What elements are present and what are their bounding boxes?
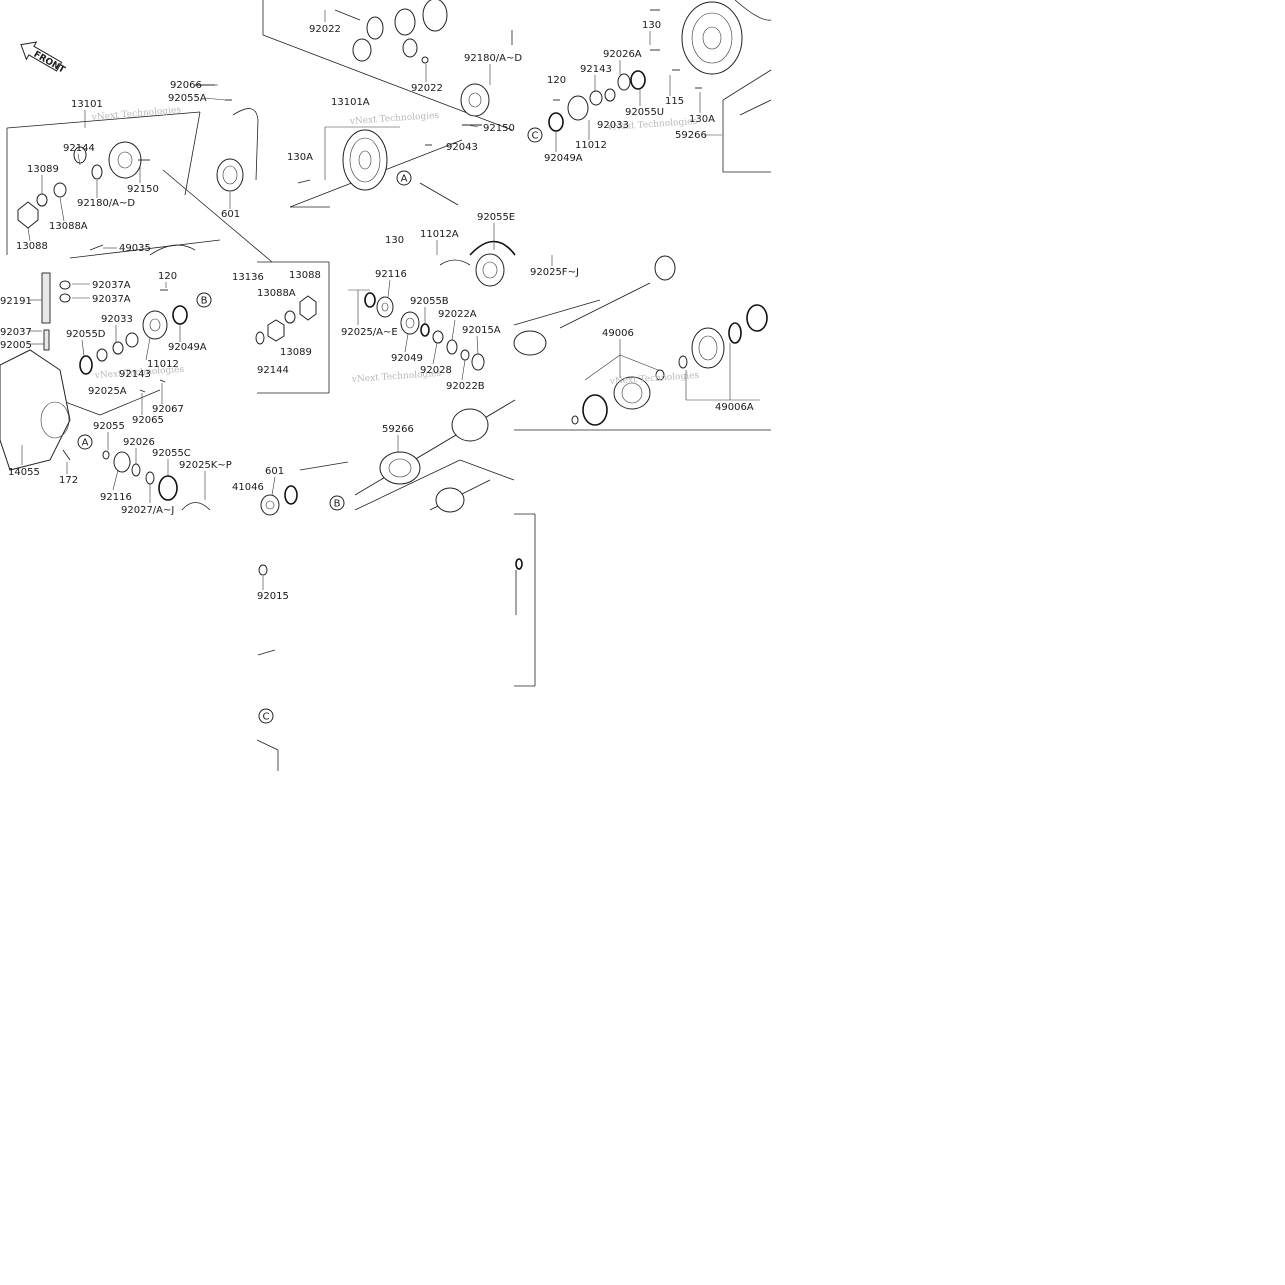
part-label: 92055A xyxy=(168,93,207,104)
watermark-1: vNext Technologies xyxy=(90,105,181,123)
part-label: 92027/A~J xyxy=(121,505,174,516)
part-label: 92065 xyxy=(132,415,164,426)
part-label: 92055C xyxy=(152,448,191,459)
part-label: 130A xyxy=(689,114,715,125)
part-label: 11012 xyxy=(147,359,179,370)
part-label: 49035 xyxy=(119,243,151,254)
part-label: 92022 xyxy=(411,83,443,94)
part-label: 92015 xyxy=(257,591,289,602)
part-label: 59266 xyxy=(675,130,707,141)
part-label: 13101 xyxy=(71,99,103,110)
part-label: 92049 xyxy=(391,353,423,364)
part-label: 172 xyxy=(59,475,78,486)
part-label: 92026A xyxy=(603,49,642,60)
part-label: 92022B xyxy=(446,381,485,392)
part-label: 601 xyxy=(265,466,284,477)
callout-c-circle-2 xyxy=(258,708,274,724)
part-label: 92043 xyxy=(446,142,478,153)
part-label: 41046 xyxy=(232,482,264,493)
part-label: 601 xyxy=(221,209,240,220)
part-label: 13136 xyxy=(232,272,264,283)
watermark-2: vNext Technologies xyxy=(349,111,440,127)
part-label: 13089 xyxy=(280,347,312,358)
part-label: 92037A xyxy=(92,294,131,305)
part-label: 92180/A~D xyxy=(464,53,522,64)
part-label: 11012A xyxy=(420,229,459,240)
part-label: 92049A xyxy=(168,342,207,353)
part-label: 92028 xyxy=(420,365,452,376)
part-label: 13089 xyxy=(27,164,59,175)
part-label: 49006A xyxy=(715,402,754,413)
callout-b-circle xyxy=(196,292,212,308)
part-label: 92055 xyxy=(93,421,125,432)
part-label: 92015A xyxy=(462,325,501,336)
part-label: 92143 xyxy=(119,369,151,380)
part-label: 92025/A~E xyxy=(341,327,398,338)
part-label: 92025F~J xyxy=(530,267,579,278)
part-label: 92180/A~D xyxy=(77,198,135,209)
part-label: 92037A xyxy=(92,280,131,291)
part-label: 92022 xyxy=(309,24,341,35)
callout-a-label-2: A xyxy=(82,438,89,449)
part-label: 92055B xyxy=(410,296,449,307)
callout-c-label-2: C xyxy=(263,712,270,723)
part-label: 14055 xyxy=(8,467,40,478)
part-label: 92191 xyxy=(0,296,32,307)
part-label: 13101A xyxy=(331,97,370,108)
part-label: 92033 xyxy=(101,314,133,325)
callout-c-circle xyxy=(527,127,543,143)
part-label: 92026 xyxy=(123,437,155,448)
part-label: 59266 xyxy=(382,424,414,435)
callout-markers: A C B A B C xyxy=(77,127,543,724)
part-label: 92033 xyxy=(597,120,629,131)
part-label: 92037 xyxy=(0,327,32,338)
callout-a-label: A xyxy=(401,174,408,185)
part-label: 13088 xyxy=(289,270,321,281)
part-label: 92025A xyxy=(88,386,127,397)
part-label: 92116 xyxy=(375,269,407,280)
part-label: 49006 xyxy=(602,328,634,339)
frame-lines xyxy=(6,0,772,771)
part-label: 13088 xyxy=(16,241,48,252)
part-label: 92150 xyxy=(483,123,515,134)
part-label: 92144 xyxy=(63,143,95,154)
part-label: 92055D xyxy=(66,329,106,340)
label-leaders xyxy=(21,10,760,590)
callout-b-label-2: B xyxy=(334,499,341,510)
callout-a-circle-2 xyxy=(77,434,93,450)
part-label: 92144 xyxy=(257,365,289,376)
part-label: 130 xyxy=(385,235,404,246)
callout-a-circle xyxy=(396,170,412,186)
part-label: 115 xyxy=(665,96,684,107)
callout-c-label: C xyxy=(532,131,539,142)
part-label: 92055E xyxy=(477,212,515,223)
part-label: 130A xyxy=(287,152,313,163)
part-label: 13088A xyxy=(49,221,88,232)
part-number-labels: 92022 92022 92180/A~D 92150 13101A 130A … xyxy=(0,20,754,602)
part-label: 92143 xyxy=(580,64,612,75)
part-label: 92055U xyxy=(625,107,664,118)
callout-b-circle-2 xyxy=(329,495,345,511)
part-label: 92005 xyxy=(0,340,32,351)
part-label: 92150 xyxy=(127,184,159,195)
callout-b-label: B xyxy=(201,296,208,307)
part-label: 11012 xyxy=(575,140,607,151)
part-label: 130 xyxy=(642,20,661,31)
part-label: 120 xyxy=(547,75,566,86)
part-label: 92049A xyxy=(544,153,583,164)
part-label: 13088A xyxy=(257,288,296,299)
part-label: 92067 xyxy=(152,404,184,415)
part-label: 120 xyxy=(158,271,177,282)
part-label: 92022A xyxy=(438,309,477,320)
part-label: 92066 xyxy=(170,80,202,91)
part-label: 92025K~P xyxy=(179,460,232,471)
front-arrow-icon: FRONT xyxy=(20,41,67,76)
part-label: 92116 xyxy=(100,492,132,503)
